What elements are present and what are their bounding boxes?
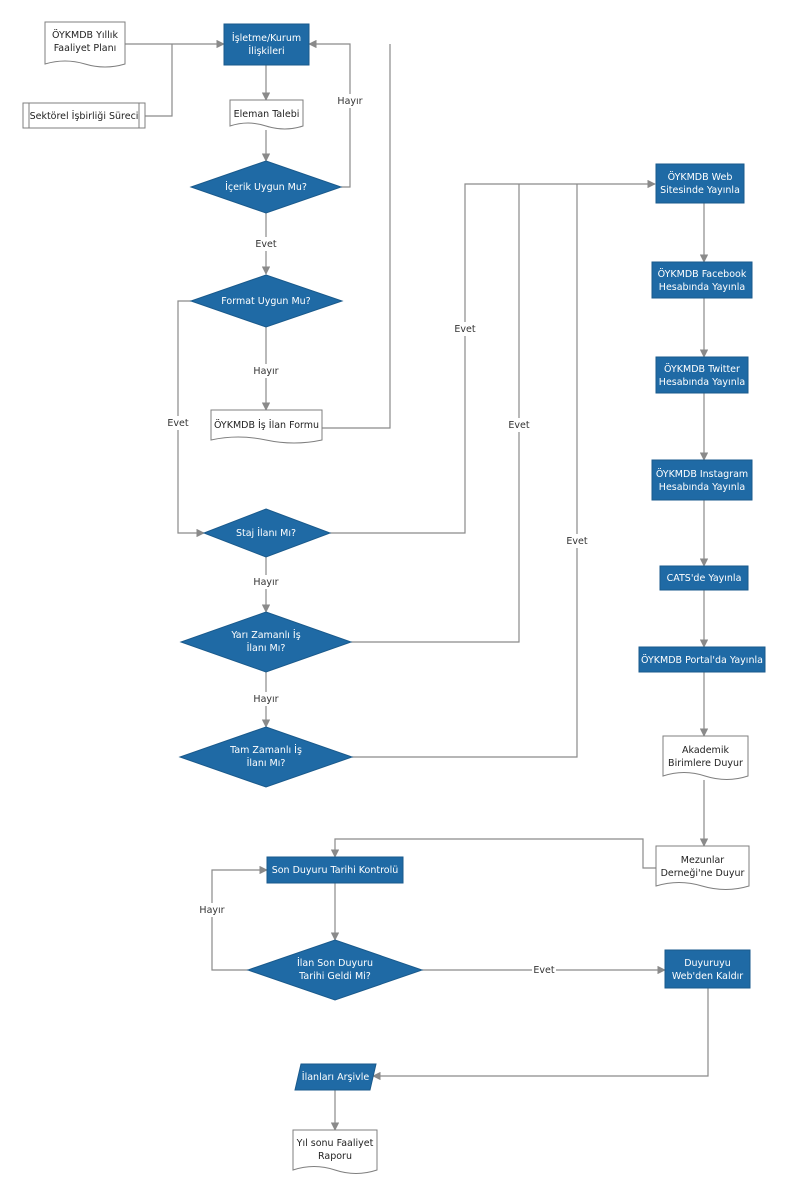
process-isletme-kurum-iliskileri[interactable]: İşletme/Kurum İlişkileri [223,23,310,66]
edge-sektorel-to-isletme [145,44,173,117]
process-son-duyuru-tarihi-kontrolu[interactable]: Son Duyuru Tarihi Kontrolü [266,856,404,884]
node-label-line: Tam Zamanlı İş [229,745,302,756]
node-label-line: ÖYKMDB Yıllık [52,30,118,41]
node-label-line: Raporu [318,1151,352,1162]
node-label-line: Yarı Zamanlı İş [230,630,300,641]
decision-tam-zamanli-is-ilani-mi[interactable]: Tam Zamanlı İş İlanı Mı? [178,726,354,788]
decision-staj-ilani-mi[interactable]: Staj İlanı Mı? [202,508,332,558]
node-label-line: Duyuruyu [684,958,731,969]
process-oykmdb-instagram-hesabinda-yayinla[interactable]: ÖYKMDB Instagram Hesabında Yayınla [651,459,753,501]
edge-yari-evet [351,184,520,643]
document-mezunlar-dernegine-duyur[interactable]: Mezunlar Derneği'ne Duyur [655,845,750,890]
node-label-line: Faaliyet Planı [54,43,117,54]
edge-label-tam-evet: Evet [565,534,589,548]
edge-label-text: Hayır [253,577,278,588]
edge-label-text: Evet [255,239,276,250]
edge-label-format-evet: Evet [166,416,190,430]
node-label-line: Hesabında Yayınla [659,482,745,493]
edge-label-text: Hayır [253,694,278,705]
edge-form-back [322,44,391,429]
process-oykmdb-web-sitesinde-yayinla[interactable]: ÖYKMDB Web Sitesinde Yayınla [655,163,745,204]
process-oykmdb-facebook-hesabinda-yayinla[interactable]: ÖYKMDB Facebook Hesabında Yayınla [651,261,753,299]
node-label-line: ÖYKMDB Instagram [656,469,748,480]
edge-mezunlar-to-son-duyuru [330,838,656,869]
edge-label-text: Evet [566,536,587,547]
node-label-line: Hesabında Yayınla [659,377,745,388]
node-label-line: İlişkileri [248,46,284,57]
edge-tam-evet [352,184,578,758]
edge-kaldir-to-arsivle [372,988,709,1081]
data-ilanlari-arsivle[interactable]: İlanları Arşivle [294,1063,377,1091]
edge-tarih-hayir [211,865,268,971]
node-label-line: Staj İlanı Mı? [236,528,296,539]
node-label-line: Eleman Talebi [234,109,300,120]
decision-icerik-uygun-mu[interactable]: İçerik Uygun Mu? [189,160,343,214]
process-cats-de-yayinla[interactable]: CATS'de Yayınla [659,565,749,591]
node-label-line: İşletme/Kurum [232,33,301,44]
node-label-line: Son Duyuru Tarihi Kontrolü [272,865,399,876]
node-label-line: İlanları Arşivle [302,1072,370,1083]
process-oykmdb-twitter-hesabinda-yayinla[interactable]: ÖYKMDB Twitter Hesabında Yayınla [655,356,749,394]
node-label-line: Mezunlar [681,855,725,866]
node-label-line: ÖYKMDB Facebook [658,269,747,280]
edge-label-tarih-evet: Evet [532,963,556,977]
process-duyuruyu-webden-kaldir[interactable]: Duyuruyu Web'den Kaldır [664,949,751,989]
node-label-line: Sitesinde Yayınla [660,185,740,196]
edge-label-icerik-hayir: Hayır [336,94,364,108]
node-label-line: Yıl sonu Faaliyet [296,1138,374,1149]
decision-format-uygun-mu[interactable]: Format Uygun Mu? [189,274,344,328]
decision-ilan-son-duyuru-tarihi-geldi-mi[interactable]: İlan Son Duyuru Tarihi Geldi Mi? [246,939,424,1001]
edge-label-text: Evet [167,418,188,429]
node-label-line: CATS'de Yayınla [667,573,742,584]
node-label-line: Derneği'ne Duyur [661,868,745,879]
document-eleman-talebi[interactable]: Eleman Talebi [229,99,304,130]
document-akademik-birimlere-duyur[interactable]: Akademik Birimlere Duyur [662,735,749,780]
node-label-line: ÖYKMDB İş İlan Formu [214,420,319,431]
node-label-line: Akademik [682,745,729,756]
subprocess-sektorel-isbirligi-sureci[interactable]: Sektörel İşbirliği Süreci [22,102,146,129]
edge-label-text: Evet [533,965,554,976]
node-label-line: Tarihi Geldi Mi? [298,971,371,982]
connectors [125,39,709,1131]
document-oykmdb-is-ilan-formu[interactable]: ÖYKMDB İş İlan Formu [210,409,323,444]
node-label-line: Hesabında Yayınla [659,282,745,293]
node-label-line: İlanı Mı? [247,643,286,654]
node-label-line: Format Uygun Mu? [221,296,310,307]
edge-label-tarih-hayir: Hayır [198,903,226,917]
node-label-line: Birimlere Duyur [668,758,743,769]
edge-label-staj-hayir: Hayır [252,575,280,589]
node-label-line: İçerik Uygun Mu? [225,182,307,193]
process-oykmdb-portal-da-yayinla[interactable]: ÖYKMDB Portal'da Yayınla [638,646,766,673]
edge-labels: Hayır Evet Hayır Evet Evet Hayır Evet H [166,94,589,977]
edge-label-text: Hayır [253,366,278,377]
document-yil-sonu-faaliyet-raporu[interactable]: Yıl sonu Faaliyet Raporu [292,1129,378,1174]
node-label-line: ÖYKMDB Twitter [664,364,740,375]
edge-label-text: Hayır [199,905,224,916]
edge-icerik-hayir [308,39,351,188]
node-label-line: Web'den Kaldır [672,971,743,982]
edge-label-text: Evet [508,420,529,431]
nodes: ÖYKMDB Yıllık Faaliyet Planı Sektörel İş… [22,21,766,1174]
edge-label-yari-hayir: Hayır [252,692,280,706]
edge-label-icerik-evet: Evet [254,237,278,251]
edge-staj-evet [330,179,656,534]
node-label-line: ÖYKMDB Web [668,172,733,183]
edge-label-staj-evet: Evet [453,322,477,336]
node-label-line: Sektörel İşbirliği Süreci [30,111,139,122]
decision-yari-zamanli-is-ilani-mi[interactable]: Yarı Zamanlı İş İlanı Mı? [179,611,353,673]
edge-label-text: Hayır [337,96,362,107]
edge-label-format-hayir: Hayır [252,364,280,378]
node-label-line: ÖYKMDB Portal'da Yayınla [641,655,763,666]
edge-label-text: Evet [454,324,475,335]
edge-label-yari-evet: Evet [507,418,531,432]
node-label-line: İlan Son Duyuru [297,958,373,969]
node-label-line: İlanı Mı? [247,758,286,769]
document-oykmdb-yillik-faaliyet-plani[interactable]: ÖYKMDB Yıllık Faaliyet Planı [44,21,126,68]
